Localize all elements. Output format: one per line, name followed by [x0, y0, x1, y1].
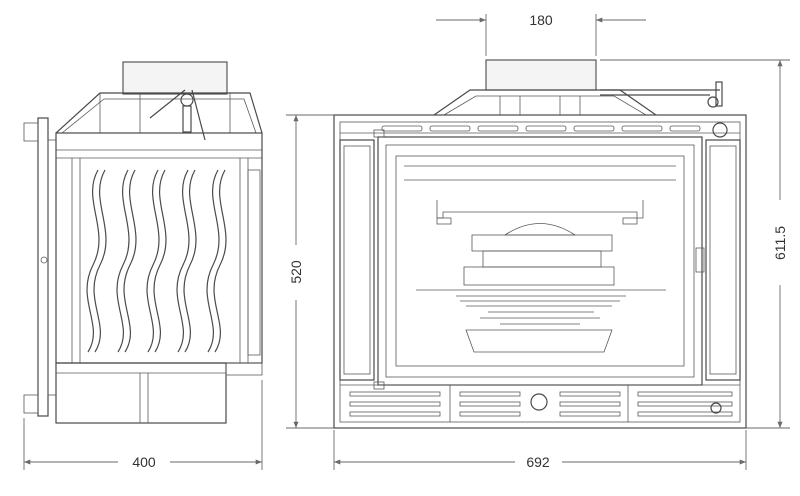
dim-opening-height: 520	[288, 260, 304, 284]
dim-top-flue: 180	[529, 12, 553, 28]
dimension-lines	[23, 14, 790, 470]
bottom-vent-slots	[349, 391, 733, 417]
flame-grate	[416, 223, 666, 353]
dim-total-height: 611.5	[772, 226, 788, 260]
top-vent-slots	[381, 125, 701, 132]
front-view	[333, 59, 747, 429]
dim-side-depth: 400	[132, 454, 156, 470]
dim-front-width: 692	[526, 454, 550, 470]
side-view	[23, 61, 263, 424]
